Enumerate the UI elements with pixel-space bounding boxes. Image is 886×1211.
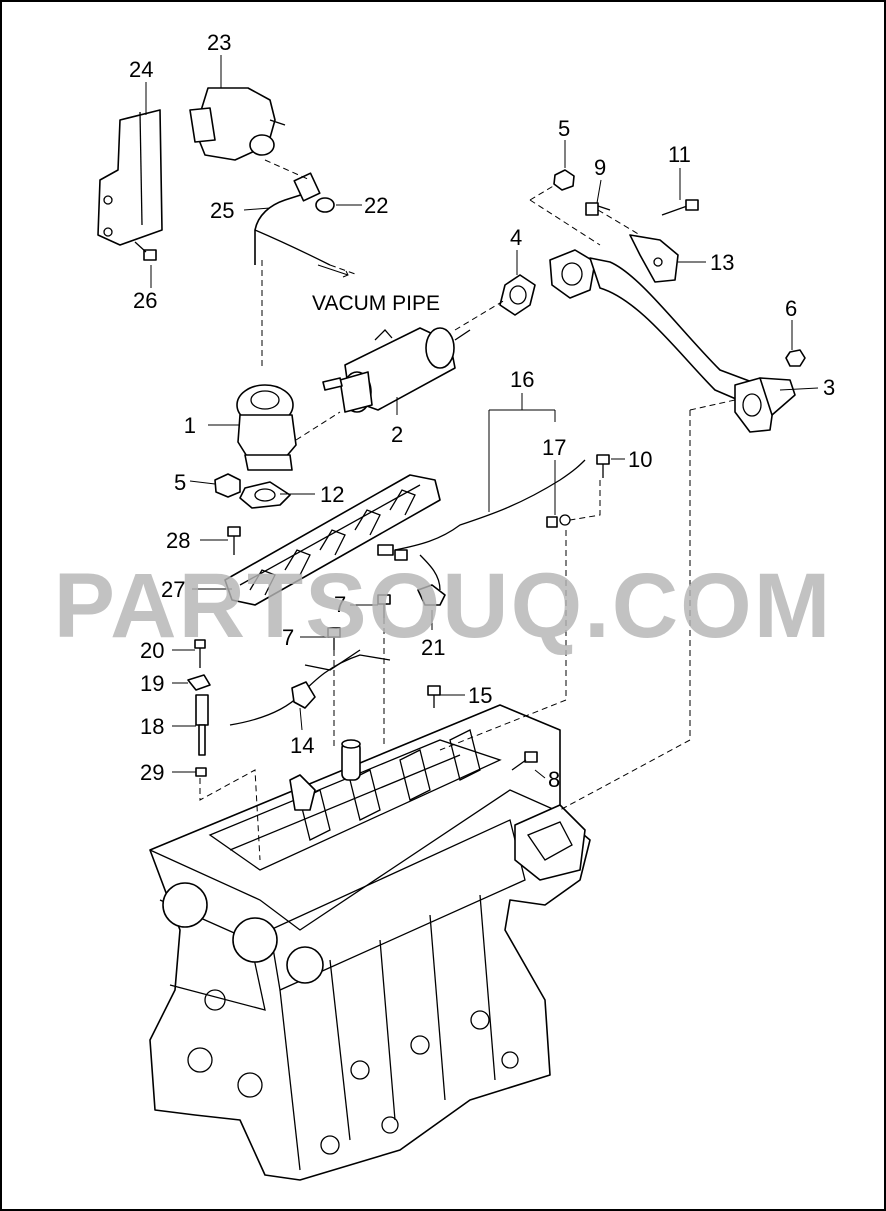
engine-block [149, 704, 591, 1181]
callout-28: 28 [166, 528, 190, 553]
callout-24: 24 [129, 57, 153, 82]
dashed-guides [199, 159, 736, 861]
callout-5a: 5 [558, 116, 570, 141]
callout-13: 13 [710, 250, 734, 275]
callout-27: 27 [161, 577, 185, 602]
callout-23: 23 [207, 30, 231, 55]
callout-2: 2 [391, 422, 403, 447]
bracket-13 [629, 234, 679, 283]
leader-lines [145, 55, 819, 779]
gasket-12 [239, 481, 291, 509]
callout-29: 29 [140, 760, 164, 785]
callout-5b: 5 [174, 470, 186, 495]
callout-9: 9 [594, 155, 606, 180]
vacuum-hose-25 [254, 172, 331, 266]
callout-7a: 7 [334, 592, 346, 617]
callout-17: 17 [542, 435, 566, 460]
egr-valve [218, 384, 297, 495]
tube-14 [229, 649, 391, 726]
callout-16: 16 [510, 367, 534, 392]
bracket-24 [97, 109, 163, 246]
clamp-22 [315, 197, 335, 213]
callout-6: 6 [785, 296, 797, 321]
vacuum-actuator-23 [189, 87, 286, 161]
callout-25: 25 [210, 198, 234, 223]
callout-8: 8 [548, 767, 560, 792]
egr-pipe [549, 249, 796, 433]
egr-cooler [322, 327, 471, 413]
injector-18 [187, 674, 211, 756]
vacuum-pipe-label: VACUM PIPE [312, 292, 440, 315]
callout-12: 12 [320, 482, 344, 507]
gasket-4 [499, 274, 536, 316]
callout-19: 19 [140, 671, 164, 696]
callout-10: 10 [628, 447, 652, 472]
callout-26: 26 [133, 288, 157, 313]
callout-labels: 1 2 3 4 5 5 6 7 7 8 9 10 11 12 13 14 15 … [129, 30, 835, 792]
callout-1: 1 [184, 413, 196, 438]
callout-15: 15 [468, 683, 492, 708]
callout-21: 21 [421, 635, 445, 660]
callout-7b: 7 [282, 625, 294, 650]
callout-14: 14 [290, 733, 314, 758]
callout-11: 11 [668, 142, 691, 167]
wiring-harness [377, 459, 586, 591]
callout-18: 18 [140, 714, 164, 739]
callout-3: 3 [823, 375, 835, 400]
fasteners [134, 169, 806, 777]
heat-shield-27 [224, 474, 441, 606]
bracket-21 [417, 584, 446, 606]
callout-22: 22 [364, 193, 388, 218]
callout-4: 4 [510, 225, 522, 250]
callout-20: 20 [140, 638, 164, 663]
watermark: PARTSOUQ.COM [54, 555, 833, 657]
